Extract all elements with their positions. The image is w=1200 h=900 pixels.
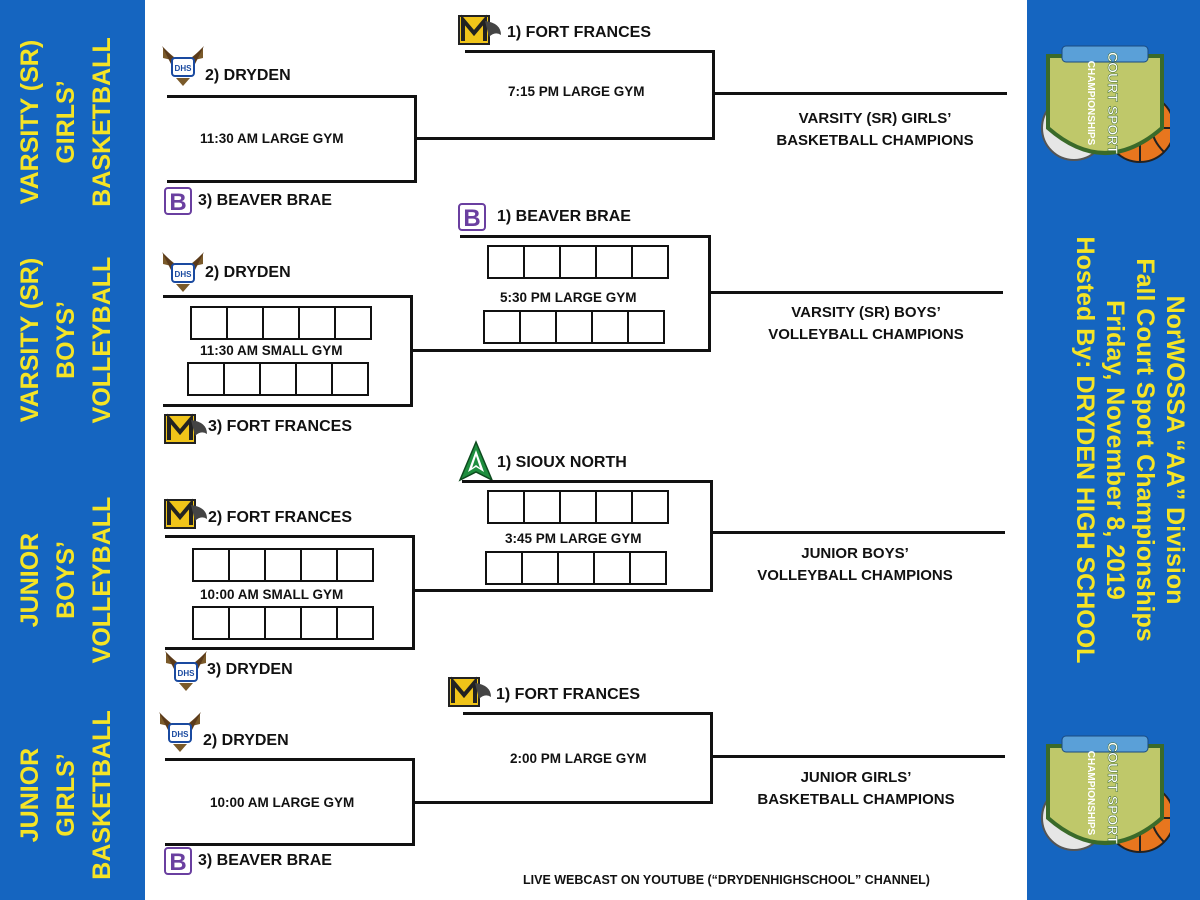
score-boxes[interactable]: [187, 362, 369, 396]
bracket-line: [165, 758, 415, 761]
final-time: 2:00 PM LARGE GYM: [510, 751, 647, 766]
svg-text:CHAMPIONSHIPS: CHAMPIONSHIPS: [1085, 61, 1096, 146]
fort-frances-logo: [164, 413, 207, 444]
event-line-championships: Fall Court Sport Championships: [1131, 258, 1159, 642]
badge-court-sport-text: COURT SPORT: [1105, 742, 1121, 844]
fort-frances-logo: [458, 14, 501, 45]
beaver-brae-logo: B: [458, 203, 486, 232]
beaver-brae-logo: B: [164, 187, 192, 216]
seed-2-team: 2) FORT FRANCES: [208, 509, 352, 526]
semi-time: 11:30 AM SMALL GYM: [200, 343, 343, 358]
section-title-sr-boys-volleyball: VARSITY (SR)BOYS’VOLLEYBALL: [16, 256, 116, 424]
bracket-line: [462, 480, 713, 483]
final-time: 7:15 PM LARGE GYM: [508, 84, 645, 99]
score-boxes[interactable]: [192, 548, 374, 582]
bracket-line: [167, 180, 417, 183]
bracket-line: [414, 137, 714, 140]
champions-label: JUNIOR BOYS’VOLLEYBALL CHAMPIONS: [757, 545, 953, 584]
svg-text:B: B: [169, 189, 186, 216]
event-line-division: NorWOSSA “AA” Division: [1161, 295, 1189, 605]
bracket-line: [163, 404, 413, 407]
seed-3-team: 3) FORT FRANCES: [208, 418, 352, 435]
dryden-eagle-logo: DHS: [159, 712, 201, 752]
bracket-line: [167, 95, 417, 98]
semi-time: 10:00 AM LARGE GYM: [210, 795, 355, 810]
seed-1-team: 1) BEAVER BRAE: [497, 208, 631, 225]
champions-label: JUNIOR GIRLS’BASKETBALL CHAMPIONS: [757, 769, 955, 808]
badge-court-sport-text: COURT SPORT: [1105, 52, 1121, 154]
championship-badge-bottom: COURT SPORT CHAMPIONSHIPS: [1041, 735, 1170, 853]
webcast-footer: LIVE WEBCAST ON YOUTUBE (“DRYDENHIGHSCHO…: [523, 873, 930, 887]
bracket-line: [463, 712, 713, 715]
bracket-line: [163, 295, 413, 298]
semi-time: 11:30 AM LARGE GYM: [200, 131, 344, 146]
seed-1-team: 1) SIOUX NORTH: [497, 454, 627, 471]
svg-text:B: B: [169, 849, 186, 876]
svg-text:DHS: DHS: [175, 64, 193, 73]
final-time: 3:45 PM LARGE GYM: [505, 531, 642, 546]
bracket-line: [412, 535, 415, 650]
seed-2-team: 2) DRYDEN: [203, 732, 289, 749]
bracket-line: [165, 843, 415, 846]
svg-text:B: B: [463, 205, 480, 232]
champions-label: VARSITY (SR) BOYS’VOLLEYBALL CHAMPIONS: [768, 304, 964, 343]
score-boxes[interactable]: [192, 606, 374, 640]
dryden-eagle-logo: DHS: [162, 252, 204, 292]
championship-badge-top: COURT SPORT CHAMPIONSHIPS: [1041, 45, 1170, 163]
bracket-line: [165, 535, 415, 538]
score-boxes[interactable]: [483, 310, 665, 344]
fort-frances-logo: [448, 676, 491, 707]
bracket-line: [710, 712, 713, 804]
bracket-line: [708, 291, 1003, 294]
bracket-line: [710, 480, 713, 592]
seed-3-team: 3) BEAVER BRAE: [198, 192, 332, 209]
svg-text:CHAMPIONSHIPS: CHAMPIONSHIPS: [1085, 751, 1096, 836]
left-sport-band: [0, 0, 145, 900]
seed-3-team: 3) DRYDEN: [207, 661, 293, 678]
semi-time: 10:00 AM SMALL GYM: [200, 587, 344, 602]
event-title: NorWOSSA “AA” Division Fall Court Sport …: [1040, 130, 1190, 770]
bracket-line: [710, 755, 1005, 758]
event-line-date: Friday, November 8, 2019: [1101, 300, 1129, 600]
bracket-line: [465, 50, 715, 53]
bracket-line: [412, 589, 712, 592]
seed-1-team: 1) FORT FRANCES: [507, 24, 651, 41]
seed-1-team: 1) FORT FRANCES: [496, 686, 640, 703]
score-boxes[interactable]: [487, 490, 669, 524]
svg-text:DHS: DHS: [178, 669, 196, 678]
bracket-line: [712, 92, 1007, 95]
final-time: 5:30 PM LARGE GYM: [500, 290, 637, 305]
bracket-line: [412, 801, 712, 804]
beaver-brae-logo: B: [164, 847, 192, 876]
svg-text:DHS: DHS: [175, 270, 193, 279]
dryden-eagle-logo: DHS: [165, 651, 207, 691]
fort-frances-logo: [164, 498, 207, 529]
bracket-line: [712, 50, 715, 140]
svg-text:DHS: DHS: [172, 730, 190, 739]
bracket-line: [460, 235, 711, 238]
event-line-host: Hosted By: DRYDEN HIGH SCHOOL: [1071, 236, 1099, 664]
sioux-north-logo: [458, 440, 494, 482]
seed-2-team: 2) DRYDEN: [205, 67, 291, 84]
bracket-line: [165, 647, 415, 650]
seed-3-team: 3) BEAVER BRAE: [198, 852, 332, 869]
section-title-sr-girls-basketball: VARSITY (SR)GIRLS’BASKETBALL: [16, 37, 116, 207]
score-boxes[interactable]: [190, 306, 372, 340]
champions-label: VARSITY (SR) GIRLS’BASKETBALL CHAMPIONS: [776, 110, 974, 149]
bracket-line: [410, 349, 710, 352]
score-boxes[interactable]: [485, 551, 667, 585]
dryden-eagle-logo: DHS: [162, 46, 204, 86]
score-boxes[interactable]: [487, 245, 669, 279]
seed-2-team: 2) DRYDEN: [205, 264, 291, 281]
bracket-line: [710, 531, 1005, 534]
